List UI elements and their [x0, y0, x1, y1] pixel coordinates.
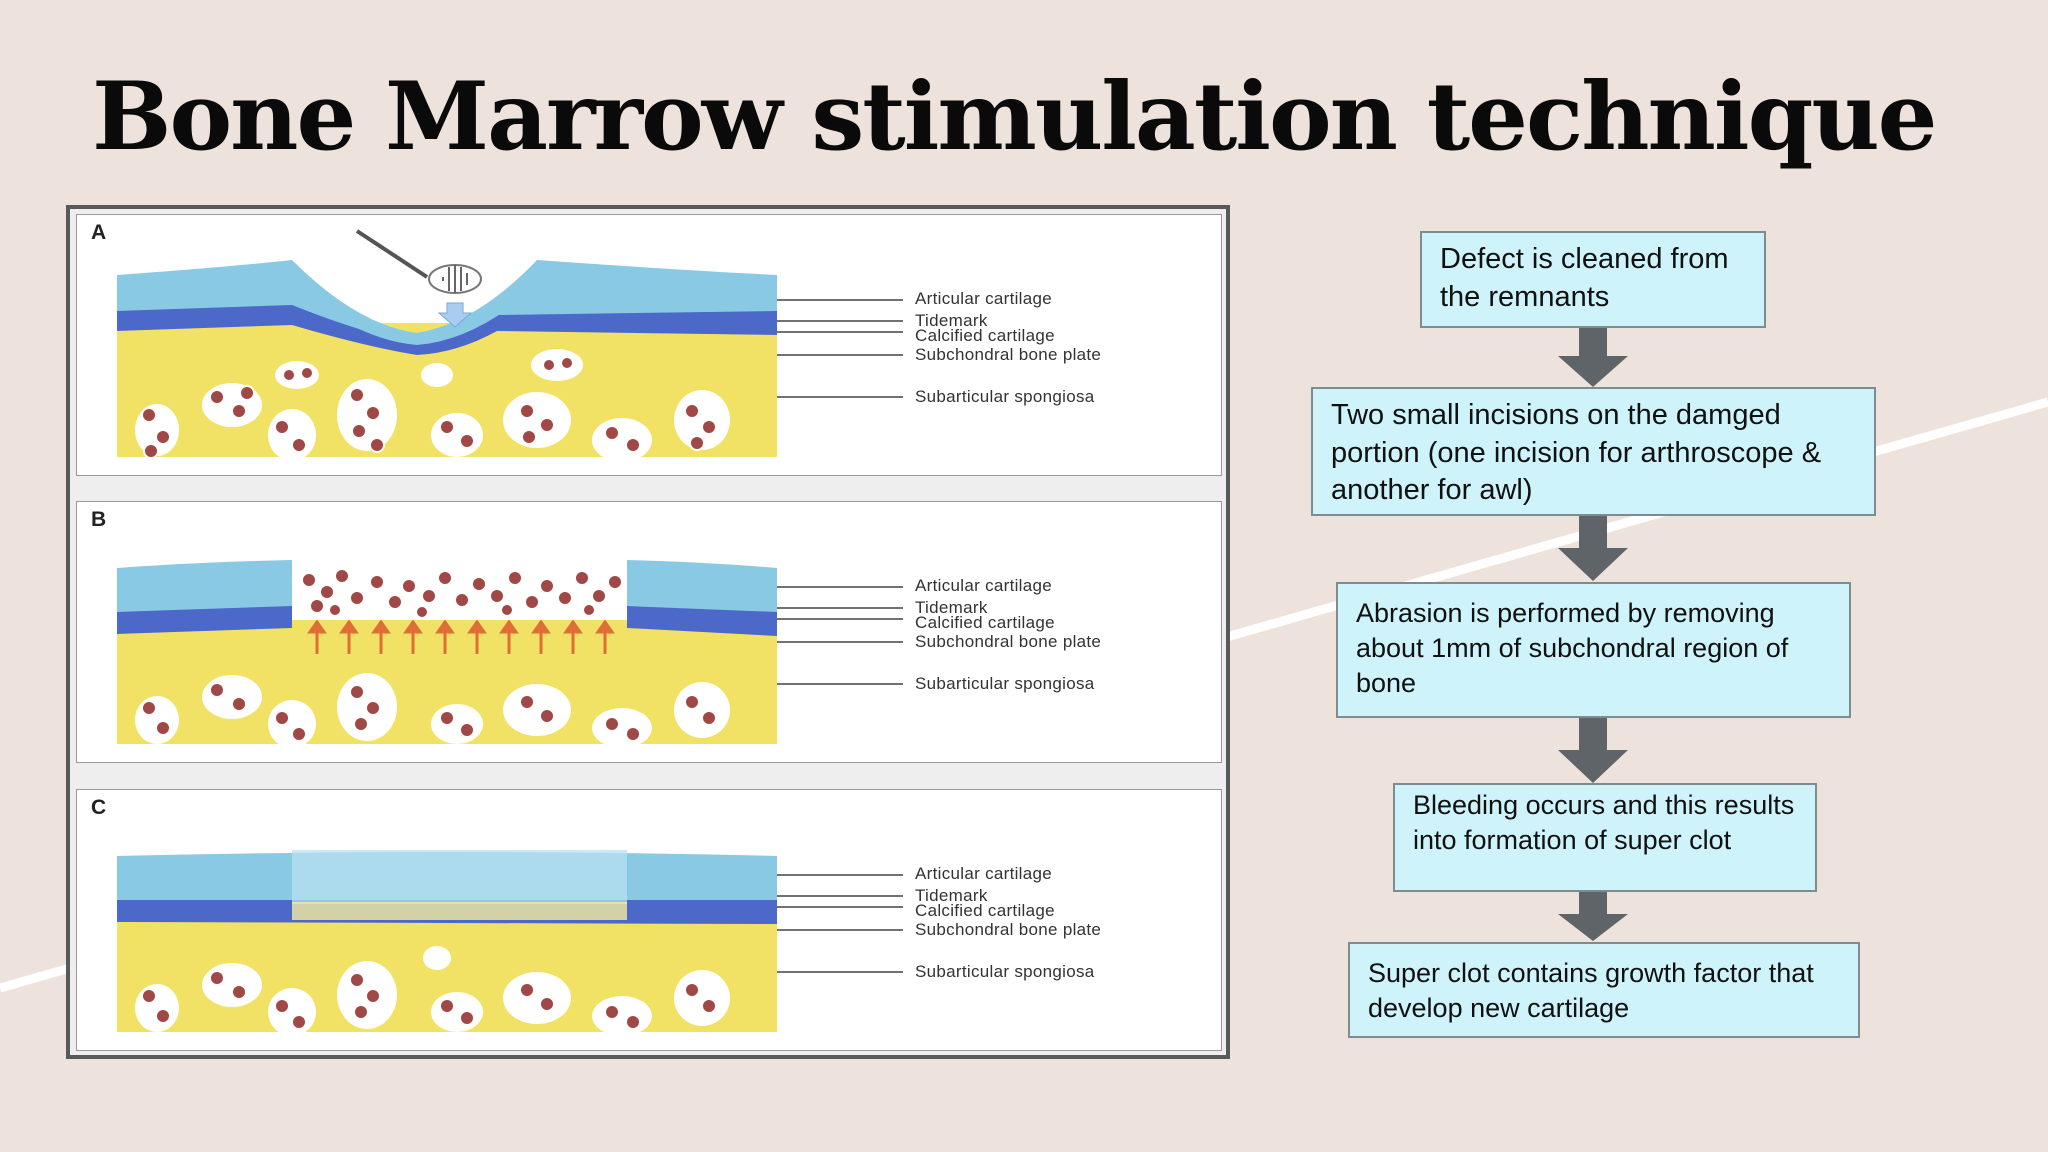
label-calcified-cartilage: Calcified cartilage	[915, 901, 1055, 920]
label-subarticular-spongiosa: Subarticular spongiosa	[915, 962, 1095, 981]
marrow-cells-clot	[301, 568, 623, 619]
label-subchondral-bone-plate: Subchondral bone plate	[915, 920, 1102, 939]
flow-arrow-icon	[1558, 328, 1628, 387]
flow-arrow-icon	[1558, 718, 1628, 783]
panel-label-b: B	[91, 508, 107, 531]
cartilage-diagram-figure: A Articular cartilage Tidemark Calcified…	[66, 205, 1230, 1059]
label-subarticular-spongiosa: Subarticular spongiosa	[915, 387, 1095, 406]
diagram-panel-b: B Articular cartilage Tidemark Calcified…	[76, 501, 1222, 763]
label-tidemark: Tidemark	[915, 311, 988, 330]
flow-step-4: Bleeding occurs and this results into fo…	[1393, 783, 1817, 892]
label-subarticular-spongiosa: Subarticular spongiosa	[915, 674, 1095, 693]
flow-step-4-text: Bleeding occurs and this results into fo…	[1413, 790, 1795, 856]
bleeding-arrows	[307, 619, 615, 654]
label-subchondral-bone-plate: Subchondral bone plate	[915, 345, 1102, 364]
label-articular-cartilage: Articular cartilage	[915, 864, 1053, 883]
diagram-panel-a: A Articular cartilage Tidemark Calcified…	[76, 214, 1222, 476]
label-tidemark: Tidemark	[915, 598, 988, 617]
label-articular-cartilage: Articular cartilage	[915, 576, 1053, 595]
label-calcified-cartilage: Calcified cartilage	[915, 613, 1055, 632]
flow-arrow-icon	[1558, 892, 1628, 941]
flow-step-1: Defect is cleaned from the remnants	[1420, 231, 1766, 328]
flow-step-5: Super clot contains growth factor that d…	[1348, 942, 1860, 1038]
flow-step-2: Two small incisions on the damged portio…	[1311, 387, 1876, 516]
flow-step-5-text: Super clot contains growth factor that d…	[1368, 958, 1814, 1024]
marrow-cells	[141, 356, 717, 459]
label-calcified-cartilage: Calcified cartilage	[915, 326, 1055, 345]
cartilage-layer	[117, 283, 777, 343]
label-tidemark: Tidemark	[915, 886, 988, 905]
label-subchondral-bone-plate: Subchondral bone plate	[915, 632, 1102, 651]
flow-step-2-text: Two small incisions on the damged portio…	[1331, 399, 1822, 507]
slide-title: Bone Marrow stimulation technique	[92, 62, 1937, 172]
tidemark-band	[117, 602, 777, 636]
flow-step-3: Abrasion is performed by removing about …	[1336, 582, 1851, 718]
flow-step-3-text: Abrasion is performed by removing about …	[1356, 598, 1789, 699]
flow-step-1-text: Defect is cleaned from the remnants	[1440, 243, 1729, 313]
panel-label-c: C	[91, 796, 107, 819]
repair-tissue	[292, 850, 627, 904]
label-articular-cartilage: Articular cartilage	[915, 289, 1053, 308]
diagram-panel-c: C Articular cartilage Tidemark Calcified…	[76, 789, 1222, 1051]
leader-lines	[777, 299, 903, 398]
cartilage-layer	[117, 560, 777, 612]
flow-arrow-icon	[1558, 516, 1628, 581]
panel-label-a: A	[91, 221, 107, 244]
